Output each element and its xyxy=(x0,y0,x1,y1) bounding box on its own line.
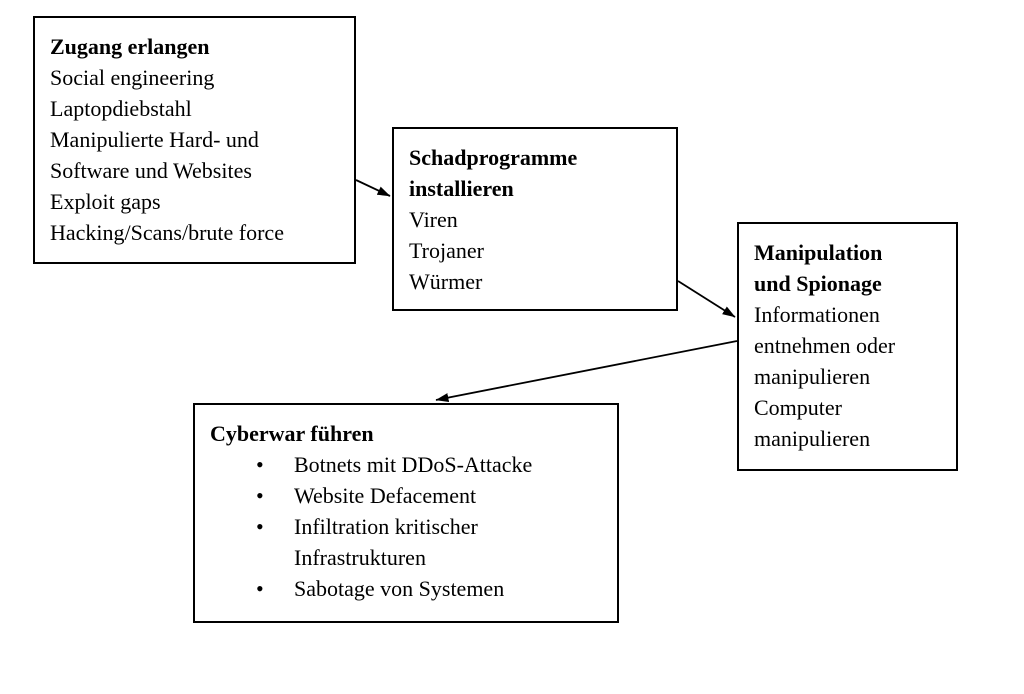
bullet-icon: • xyxy=(256,576,264,601)
box-cyberwar-fuehren: Cyberwar führen • Botnets mit DDoS-Attac… xyxy=(193,403,619,623)
bullet-item: • Sabotage von Systemen xyxy=(210,573,611,604)
bullet-list: • Botnets mit DDoS-Attacke • Website Def… xyxy=(210,449,611,604)
arrow-manipulation-to-cyberwar xyxy=(435,340,738,403)
box-schadprogramme-installieren: Schadprogramme installieren Viren Trojan… xyxy=(392,127,678,311)
box-line: entnehmen oder xyxy=(754,333,896,358)
bullet-item: • Botnets mit DDoS-Attacke xyxy=(210,449,611,480)
box-line: Social engineering xyxy=(50,65,215,90)
bullet-item: • Website Defacement xyxy=(210,480,611,511)
bullet-line: Sabotage von Systemen xyxy=(294,576,505,601)
box-title: Cyberwar führen xyxy=(210,421,374,446)
box-line: Software und Websites xyxy=(50,158,252,183)
box-line: Würmer xyxy=(409,269,483,294)
box-title: Manipulation xyxy=(754,240,883,265)
box-line: Computer xyxy=(754,395,842,420)
box-line: Informationen xyxy=(754,302,880,327)
box-line: Viren xyxy=(409,207,458,232)
box-line: Laptopdiebstahl xyxy=(50,96,192,121)
box-line: Trojaner xyxy=(409,238,484,263)
box-title: Zugang erlangen xyxy=(50,34,210,59)
box-line: Hacking/Scans/brute force xyxy=(50,220,284,245)
bullet-icon: • xyxy=(256,514,264,539)
box-line: manipulieren xyxy=(754,364,871,389)
box-title: und Spionage xyxy=(754,271,882,296)
box-title: Schadprogramme xyxy=(409,145,578,170)
bullet-line: Infrastrukturen xyxy=(294,545,426,570)
arrow-zugang-to-schadprogramme xyxy=(355,179,391,197)
box-title: installieren xyxy=(409,176,514,201)
bullet-item: • Infiltration kritischer Infrastrukture… xyxy=(210,511,611,573)
bullet-line: Website Defacement xyxy=(294,483,477,508)
bullet-line: Botnets mit DDoS-Attacke xyxy=(294,452,533,477)
box-zugang-erlangen: Zugang erlangen Social engineering Lapto… xyxy=(33,16,356,264)
bullet-line: Infiltration kritischer xyxy=(294,514,478,539)
box-line: manipulieren xyxy=(754,426,871,451)
bullet-icon: • xyxy=(256,452,264,477)
box-line: Exploit gaps xyxy=(50,189,161,214)
box-line: Manipulierte Hard- und xyxy=(50,127,259,152)
bullet-icon: • xyxy=(256,483,264,508)
arrow-schadprogramme-to-manipulation xyxy=(677,280,736,318)
box-manipulation-und-spionage: Manipulation und Spionage Informationen … xyxy=(737,222,958,471)
